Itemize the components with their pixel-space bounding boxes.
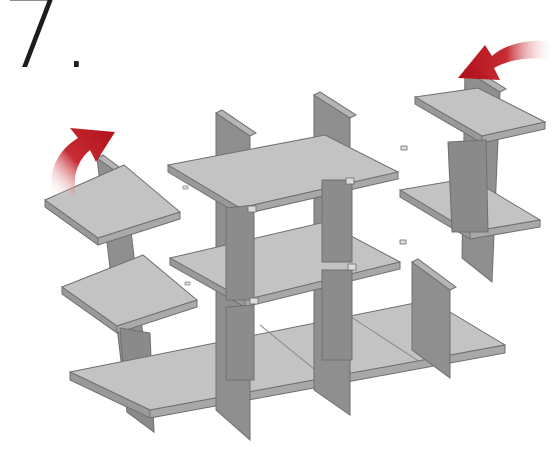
curved-arrow-icon [458, 41, 555, 80]
connector-piece [185, 282, 190, 285]
center-top-shelf [168, 135, 398, 208]
connector-piece [401, 146, 407, 150]
right-column-assembly [400, 67, 545, 282]
connector-piece [183, 186, 188, 189]
connector-piece [400, 240, 406, 244]
center-middle-shelf [170, 222, 400, 300]
